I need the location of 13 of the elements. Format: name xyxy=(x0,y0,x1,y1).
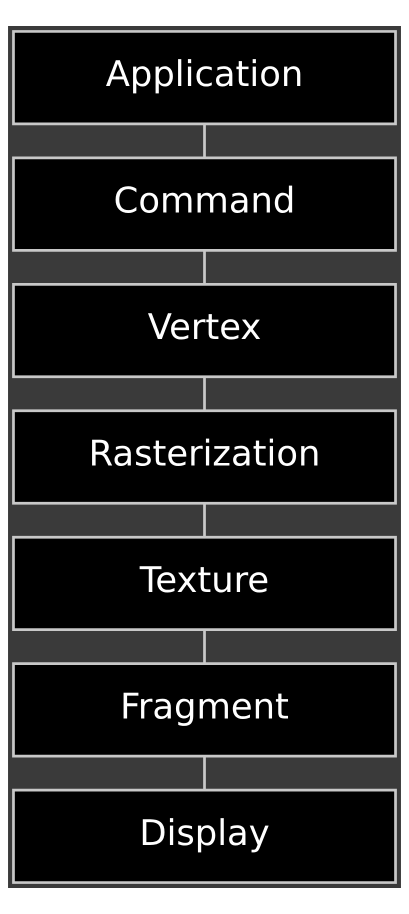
node-box: Command xyxy=(12,156,397,252)
connector xyxy=(203,124,206,158)
connector xyxy=(203,376,206,410)
connector xyxy=(203,250,206,284)
connector xyxy=(203,756,206,790)
node-box: Fragment xyxy=(12,662,397,758)
connector xyxy=(203,630,206,664)
node-box: Application xyxy=(12,30,397,126)
node-box: Display xyxy=(12,788,397,884)
node-box: Rasterization xyxy=(12,409,397,505)
node-box: Texture xyxy=(12,536,397,632)
node-box: Vertex xyxy=(12,282,397,378)
connector xyxy=(203,503,206,537)
